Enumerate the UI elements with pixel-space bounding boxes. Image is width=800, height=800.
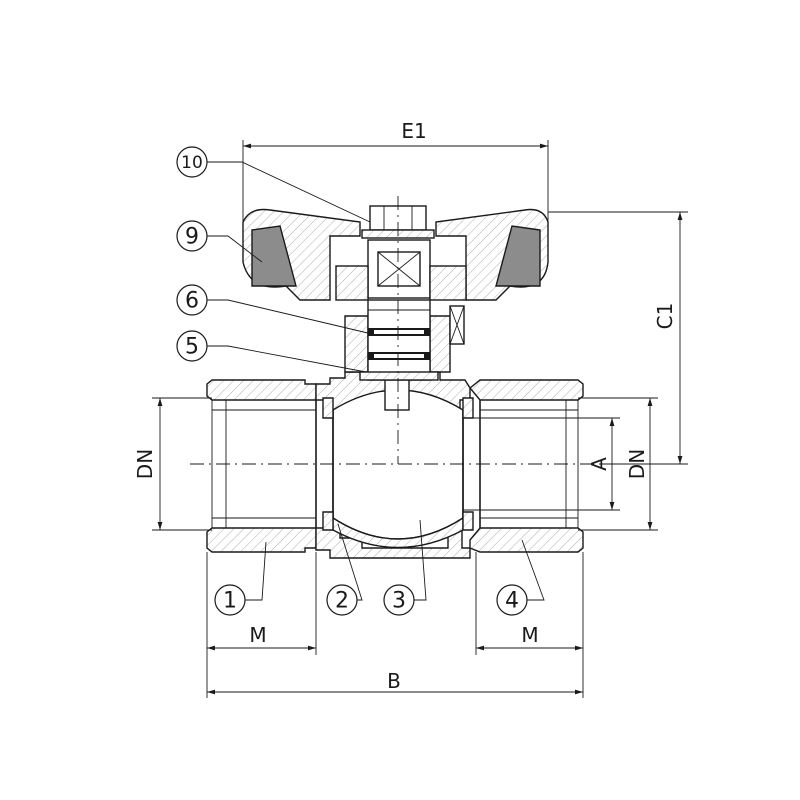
dimension-c1: C1 — [548, 211, 688, 465]
callout-3-label: 3 — [392, 589, 406, 614]
dimension-m-left-label: M — [249, 623, 266, 647]
dimension-m-right-label: M — [521, 623, 538, 647]
ball — [322, 389, 474, 549]
callout-5: 5 — [176, 330, 367, 373]
dimension-dn-right: DN — [578, 397, 658, 531]
end-connector — [469, 379, 584, 553]
dimension-c1-label: C1 — [653, 303, 677, 330]
callout-2: 2 — [326, 523, 363, 616]
dimension-e1-label: E1 — [401, 119, 426, 143]
dimension-dn-left-label: DN — [133, 449, 157, 479]
callout-4: 4 — [496, 539, 545, 616]
callout-1: 1 — [214, 541, 267, 616]
callout-6-label: 6 — [185, 289, 199, 314]
dimension-b-label: B — [387, 669, 401, 693]
dimension-dn-left: DN — [133, 397, 212, 531]
callout-3: 3 — [383, 519, 427, 616]
callout-10-label: 10 — [181, 153, 203, 173]
callout-9-label: 9 — [185, 225, 199, 250]
dimension-b: B — [207, 669, 583, 695]
dimension-a: A — [463, 417, 620, 511]
callout-10: 10 — [176, 146, 371, 223]
callout-2-label: 2 — [335, 589, 349, 614]
callout-6: 6 — [176, 284, 373, 335]
callout-5-label: 5 — [185, 335, 199, 360]
stem — [359, 299, 439, 411]
dimension-e1: E1 — [242, 119, 549, 222]
callout-9: 9 — [176, 220, 263, 263]
callout-1-label: 1 — [223, 589, 237, 614]
callout-4-label: 4 — [505, 589, 519, 614]
dimension-m-left: M — [206, 552, 317, 698]
dimension-dn-right-label: DN — [625, 449, 649, 479]
dimension-m-right: M — [475, 552, 584, 698]
dimension-a-label: A — [587, 457, 611, 471]
butterfly-handle — [242, 208, 549, 301]
